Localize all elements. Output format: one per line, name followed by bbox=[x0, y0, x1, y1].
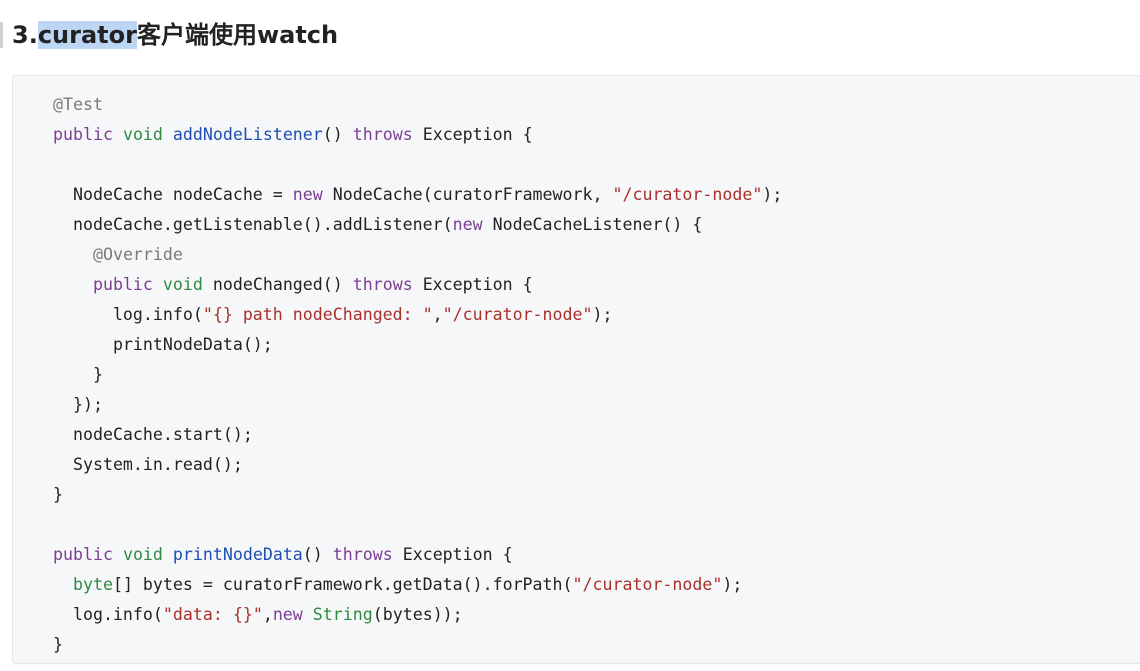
code-text bbox=[113, 545, 123, 564]
code-text bbox=[53, 275, 93, 294]
heading-highlighted-text[interactable]: curator bbox=[37, 21, 137, 49]
code-text: ); bbox=[762, 185, 783, 204]
code-line bbox=[53, 510, 782, 540]
code-text: , bbox=[432, 305, 443, 324]
code-line: } bbox=[53, 360, 782, 390]
code-annotation: @Test bbox=[53, 95, 103, 114]
code-keyword: public bbox=[53, 545, 113, 564]
code-text: Exception { bbox=[412, 275, 533, 294]
code-text: nodeChanged() bbox=[202, 275, 353, 294]
code-annotation: @Override bbox=[92, 245, 183, 264]
code-type: void bbox=[162, 275, 203, 294]
code-line: nodeCache.getListenable().addListener(ne… bbox=[53, 210, 782, 240]
code-type: byte bbox=[72, 575, 113, 594]
code-text bbox=[303, 605, 313, 624]
code-text: Exception { bbox=[412, 125, 533, 144]
code-string: "{} path nodeChanged: " bbox=[202, 305, 433, 324]
code-line: printNodeData(); bbox=[53, 330, 782, 360]
code-type: void bbox=[122, 125, 163, 144]
code-line: NodeCache nodeCache = new NodeCache(cura… bbox=[53, 180, 782, 210]
code-text: () bbox=[302, 545, 333, 564]
code-text: ); bbox=[592, 305, 613, 324]
code-line: } bbox=[53, 480, 782, 510]
code-keyword: public bbox=[92, 275, 153, 294]
code-text: nodeCache.getListenable().addListener( bbox=[53, 215, 453, 234]
code-type: String bbox=[312, 605, 373, 624]
code-keyword: throws bbox=[352, 275, 413, 294]
code-text: } bbox=[53, 635, 63, 654]
code-type: void bbox=[122, 545, 163, 564]
code-line: byte[] bytes = curatorFramework.getData(… bbox=[53, 570, 782, 600]
code-keyword: new bbox=[292, 185, 323, 204]
code-keyword: public bbox=[53, 125, 113, 144]
code-text: , bbox=[262, 605, 273, 624]
code-text: log.info( bbox=[53, 605, 163, 624]
code-text: [] bytes = curatorFramework.getData().fo… bbox=[112, 575, 573, 594]
code-text: nodeCache.start(); bbox=[53, 425, 253, 444]
section-marker bbox=[0, 22, 3, 48]
code-line: }); bbox=[53, 390, 782, 420]
code-text bbox=[153, 275, 163, 294]
code-text bbox=[53, 245, 93, 264]
code-string: "data: {}" bbox=[162, 605, 263, 624]
code-line: log.info("data: {}",new String(bytes)); bbox=[53, 600, 782, 630]
code-text bbox=[163, 545, 173, 564]
code-text: ); bbox=[722, 575, 743, 594]
code-text: } bbox=[53, 485, 63, 504]
code-string: "/curator-node" bbox=[572, 575, 723, 594]
code-line: log.info("{} path nodeChanged: ","/curat… bbox=[53, 300, 782, 330]
code-text: (bytes)); bbox=[372, 605, 463, 624]
code-text bbox=[163, 125, 173, 144]
code-function-name: addNodeListener bbox=[172, 125, 323, 144]
code-keyword: throws bbox=[332, 545, 393, 564]
code-keyword: new bbox=[452, 215, 483, 234]
code-text: System.in.read(); bbox=[53, 455, 243, 474]
code-line: @Override bbox=[53, 240, 782, 270]
code-line: @Test bbox=[53, 90, 782, 120]
code-line: public void nodeChanged() throws Excepti… bbox=[53, 270, 782, 300]
code-line: nodeCache.start(); bbox=[53, 420, 782, 450]
code-text bbox=[53, 575, 73, 594]
code-text: }); bbox=[53, 395, 103, 414]
code-function-name: printNodeData bbox=[172, 545, 303, 564]
code-line: } bbox=[53, 630, 782, 660]
code-text: Exception { bbox=[392, 545, 513, 564]
code-string: "/curator-node" bbox=[612, 185, 763, 204]
code-line bbox=[53, 150, 782, 180]
code-keyword: new bbox=[272, 605, 303, 624]
code-text: } bbox=[53, 365, 103, 384]
code-text: log.info( bbox=[53, 305, 203, 324]
code-text: NodeCache nodeCache = bbox=[53, 185, 293, 204]
code-text: NodeCache(curatorFramework, bbox=[322, 185, 613, 204]
code-line: System.in.read(); bbox=[53, 450, 782, 480]
code-line: public void addNodeListener() throws Exc… bbox=[53, 120, 782, 150]
code-line: public void printNodeData() throws Excep… bbox=[53, 540, 782, 570]
code-keyword: throws bbox=[352, 125, 413, 144]
code-text: printNodeData(); bbox=[53, 335, 273, 354]
heading-number: 3. bbox=[12, 21, 38, 49]
heading-rest: 客户端使用watch bbox=[136, 21, 339, 49]
code-text bbox=[113, 125, 123, 144]
code-text: NodeCacheListener() { bbox=[482, 215, 703, 234]
section-heading: 3.curator客户端使用watch bbox=[12, 12, 338, 58]
code-string: "/curator-node" bbox=[442, 305, 593, 324]
code-text: () bbox=[322, 125, 353, 144]
